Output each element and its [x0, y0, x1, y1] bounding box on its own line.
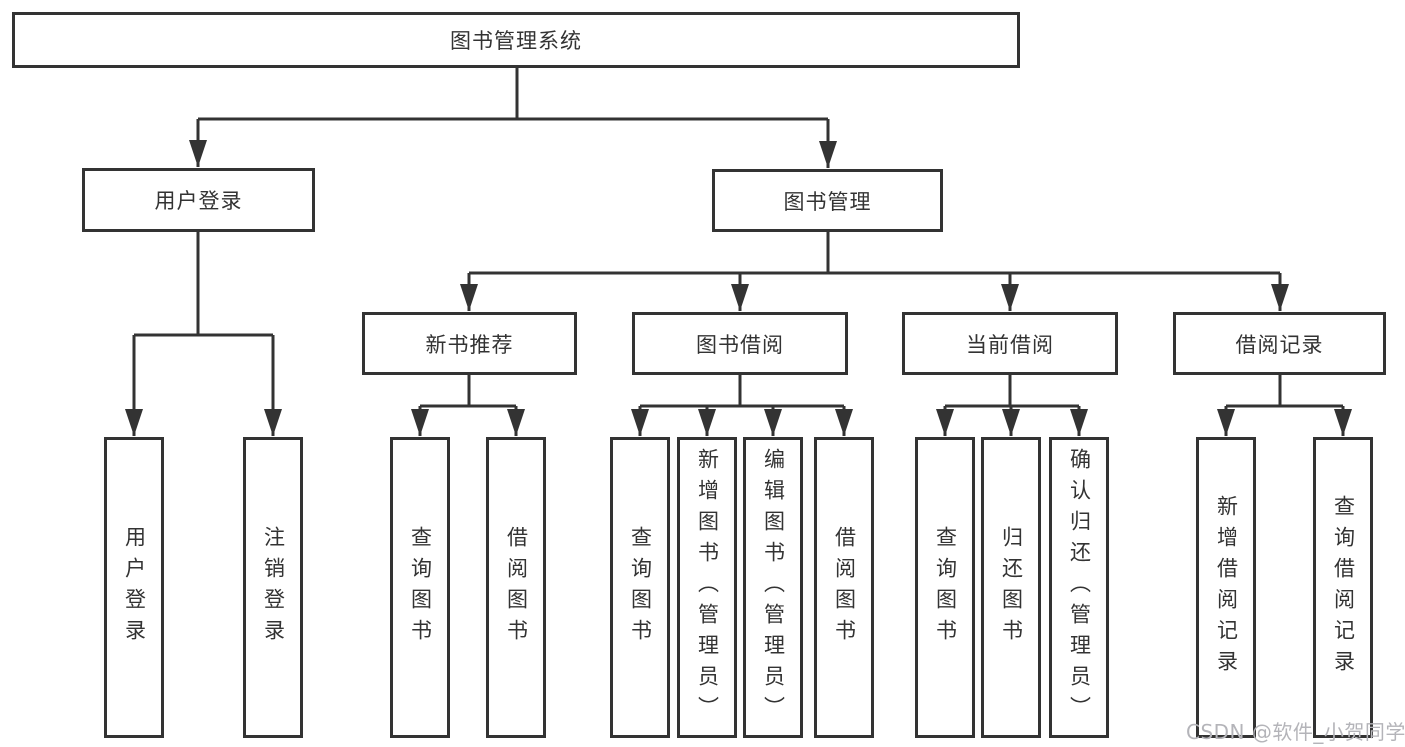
leaf-borrow-books: 借阅图书 [814, 437, 874, 738]
leaf-borrow-books-recommend: 借阅图书 [486, 437, 546, 738]
leaf-label: 确认归还（管理员） [1067, 448, 1092, 727]
node-book-borrow-label: 图书借阅 [696, 332, 784, 357]
leaf-query-books-recommend: 查询图书 [390, 437, 450, 738]
connector-root [189, 68, 837, 168]
leaf-confirm-return-admin: 确认归还（管理员） [1049, 437, 1109, 738]
node-root-label: 图书管理系统 [450, 29, 582, 53]
leaf-label: 新增图书（管理员） [695, 448, 720, 727]
node-user-login-label: 用户登录 [154, 189, 243, 213]
leaf-label: 用户登录 [122, 525, 147, 650]
leaf-label: 新增借阅记录 [1214, 494, 1239, 681]
leaf-add-borrow-record: 新增借阅记录 [1196, 437, 1256, 738]
leaf-return-book: 归还图书 [981, 437, 1041, 738]
leaf-label: 查询图书 [628, 525, 653, 650]
leaf-query-books-borrow: 查询图书 [610, 437, 670, 738]
leaf-label: 查询图书 [933, 525, 958, 650]
node-borrow-records: 借阅记录 [1173, 312, 1386, 375]
connector-current-borrow [936, 375, 1088, 436]
watermark: CSDN @软件_小贺同学 [1186, 720, 1405, 744]
connector-book-management [460, 232, 1289, 311]
node-borrow-records-label: 借阅记录 [1235, 332, 1324, 357]
leaf-add-book-admin: 新增图书（管理员） [677, 437, 737, 738]
node-current-borrow-label: 当前借阅 [966, 332, 1054, 357]
connector-borrow-records [1217, 375, 1352, 436]
leaf-label: 查询借阅记录 [1331, 494, 1356, 681]
connector-book-borrow [631, 375, 853, 436]
leaf-label: 归还图书 [999, 525, 1024, 650]
node-book-management-label: 图书管理 [783, 189, 872, 214]
leaf-label: 查询图书 [408, 525, 433, 650]
leaf-label: 借阅图书 [504, 525, 529, 650]
node-book-management: 图书管理 [712, 169, 943, 232]
leaf-edit-book-admin: 编辑图书（管理员） [743, 437, 803, 738]
node-root: 图书管理系统 [12, 12, 1020, 68]
node-user-login: 用户登录 [82, 168, 315, 232]
leaf-label: 借阅图书 [832, 525, 857, 650]
leaf-user-login: 用户登录 [104, 437, 164, 738]
leaf-label: 编辑图书（管理员） [761, 448, 786, 727]
leaf-query-borrow-record: 查询借阅记录 [1313, 437, 1373, 738]
node-book-borrow: 图书借阅 [632, 312, 848, 375]
connector-user-login [125, 232, 282, 436]
node-current-borrow: 当前借阅 [902, 312, 1118, 375]
leaf-logout: 注销登录 [243, 437, 303, 738]
node-new-book-recommend: 新书推荐 [362, 312, 577, 375]
connector-new-book-recommend [411, 375, 525, 436]
leaf-query-books-current: 查询图书 [915, 437, 975, 738]
node-new-book-recommend-label: 新书推荐 [425, 332, 514, 357]
leaf-label: 注销登录 [261, 525, 286, 650]
